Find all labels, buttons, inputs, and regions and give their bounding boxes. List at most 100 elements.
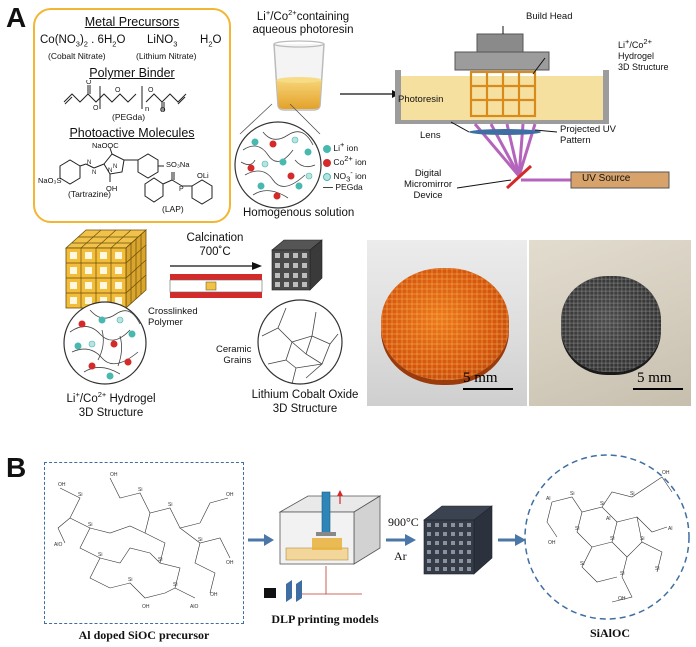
metal-precursors-title: Metal Precursors	[84, 15, 180, 29]
pegda-marker	[323, 187, 333, 189]
hydrogel-disc-texture	[381, 268, 509, 380]
lap-structure: P	[144, 172, 213, 205]
homogenous-solution-caption: Homogenous solution	[243, 207, 355, 219]
svg-text:Si: Si	[198, 537, 202, 543]
tartrazine-so3na: SO₃Na	[166, 160, 190, 169]
beaker-zoom-lines	[239, 103, 321, 135]
pegda-n-subscript: n	[145, 104, 150, 113]
svg-text:Si: Si	[78, 492, 82, 498]
precursor-dashed-box	[44, 462, 244, 624]
calcination-title: Calcination	[186, 232, 244, 244]
svg-text:Si: Si	[640, 536, 644, 542]
beaker-icon	[273, 40, 325, 111]
svg-text:Si: Si	[630, 491, 634, 497]
panel-a-letter: A	[6, 2, 27, 33]
svg-text:O: O	[160, 107, 166, 112]
svg-text:Si: Si	[98, 552, 102, 558]
cobalt-nitrate-label: (Cobalt Nitrate)	[48, 51, 106, 61]
tartrazine-nao3s: NaO₃S	[38, 176, 62, 185]
svg-text:OH: OH	[548, 540, 556, 546]
svg-text:OH: OH	[110, 472, 118, 478]
lco-photo: 5 mm	[529, 240, 691, 406]
photoresin-label: Photoresin	[398, 94, 444, 105]
svg-text:Si: Si	[173, 582, 177, 588]
arrow-to-sintered	[386, 534, 416, 546]
lco-scale-label: 5 mm	[637, 370, 672, 386]
svg-text:Si: Si	[655, 566, 659, 572]
li-ion-marker	[323, 144, 331, 153]
lco-cube-icon	[271, 239, 323, 291]
svg-text:OH: OH	[226, 492, 234, 498]
arrow-to-printing	[248, 534, 274, 546]
lco-scale-bar	[633, 388, 683, 390]
tartrazine-oh: OH	[106, 184, 118, 193]
svg-text:P: P	[179, 186, 184, 193]
hydrogel-scale-label: 5 mm	[463, 370, 498, 386]
pegda-structure: O O O O O	[63, 80, 187, 112]
svg-text:Al: Al	[606, 516, 610, 522]
cobalt-nitrate-formula: Co(NO3)2 . 6H2O	[40, 34, 126, 49]
tartrazine-naooc: NaOOC	[92, 141, 119, 150]
sintering-temp: 900°C	[388, 515, 419, 529]
dlp-printing-model	[264, 490, 382, 602]
tartrazine-label: (Tartrazine)	[68, 189, 111, 199]
lco-disc-texture	[561, 276, 661, 372]
hydrogel-cube-icon	[64, 229, 148, 309]
photoactive-molecules-title: Photoactive Molecules	[69, 126, 195, 140]
svg-text:N: N	[108, 168, 112, 174]
svg-text:Si: Si	[138, 487, 142, 493]
water-formula: H2O	[200, 34, 222, 49]
precursor-box	[33, 8, 231, 223]
siAlOC-caption: SiAlOC	[589, 626, 630, 640]
lithium-nitrate-formula: LiNO3	[147, 34, 178, 49]
svg-text:OH: OH	[662, 470, 670, 476]
arrow-to-printer	[340, 90, 400, 98]
co-ion-marker	[323, 158, 331, 167]
svg-text:OH: OH	[226, 560, 234, 566]
no3-ion-marker	[323, 172, 331, 181]
svg-text:Si: Si	[575, 526, 579, 532]
svg-text:Al: Al	[668, 526, 672, 532]
arrow-to-siAlOC	[498, 534, 526, 546]
svg-text:OH: OH	[142, 604, 150, 610]
build-head-label: Build Head	[526, 11, 573, 22]
furnace-icon	[169, 262, 263, 298]
svg-text:Al: Al	[546, 496, 550, 502]
legend-co-ion: Co2+ ion	[323, 154, 367, 167]
dlp-printing-caption: DLP printing models	[271, 612, 379, 626]
sintering-atmosphere: Ar	[394, 549, 407, 563]
svg-text:Si: Si	[580, 561, 584, 567]
svg-text:Si: Si	[620, 571, 624, 577]
ceramic-grains-circle	[257, 299, 343, 385]
hydrogel-scale-bar	[463, 388, 513, 390]
hydrogel-label: Li+/Co2+ Hydrogel 3D Structure	[618, 37, 669, 72]
uv-source-label: UV Source	[582, 173, 631, 184]
precursor-caption: Al doped SiOC precursor	[78, 628, 210, 642]
svg-text:Si: Si	[158, 557, 162, 563]
svg-text:Si: Si	[168, 502, 172, 508]
hydrogel-photo: 5 mm	[367, 240, 527, 406]
legend-pegda: PEGda	[323, 182, 363, 192]
calcination-temp: 700˚C	[199, 246, 231, 258]
dlp-printer-schematic	[395, 26, 670, 190]
pegda-label: (PEGda)	[112, 112, 146, 122]
svg-text:O: O	[115, 87, 121, 94]
panel-b-letter: B	[6, 452, 27, 483]
svg-text:OH: OH	[58, 482, 66, 488]
svg-text:Si: Si	[570, 491, 574, 497]
tartrazine-structure: N N N N	[59, 147, 164, 185]
lap-oli: OLi	[197, 171, 209, 180]
hydrogel-disc	[381, 268, 509, 380]
svg-text:AlO: AlO	[190, 604, 198, 610]
svg-text:N: N	[87, 160, 91, 166]
svg-text:Si: Si	[88, 522, 92, 528]
svg-text:N: N	[92, 170, 96, 176]
crosslinked-polymer-circle	[63, 301, 147, 385]
